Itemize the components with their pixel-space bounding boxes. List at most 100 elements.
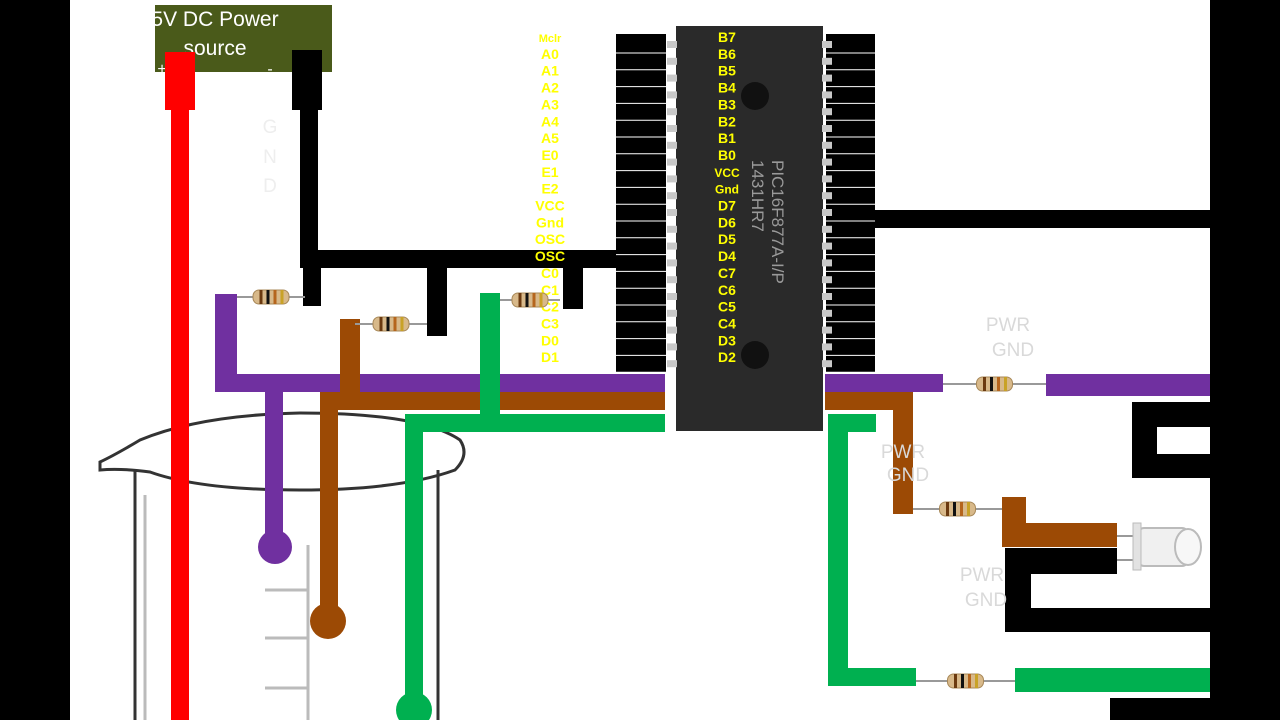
chip-leg — [822, 57, 832, 65]
chip-leg — [667, 41, 677, 48]
pwr-label-1: PWR — [986, 315, 1030, 336]
left-pin-label: Gnd — [536, 214, 564, 230]
chip-leg — [667, 74, 677, 82]
beaker-inner — [143, 495, 310, 720]
chip-leg — [822, 141, 832, 149]
pwr-label-2: PWR — [881, 442, 925, 463]
red-positive-wire — [171, 52, 189, 720]
chip-leg — [822, 360, 832, 368]
chip-leg — [667, 209, 677, 216]
right-pin-label: VCC — [714, 166, 740, 180]
resistor — [913, 501, 1002, 517]
left-pin-label: A2 — [541, 80, 559, 96]
right-pin-label: D4 — [718, 248, 736, 264]
purple-signal-wire — [215, 294, 1210, 545]
chip-leg — [822, 293, 832, 300]
left-pin-label: OSC — [535, 248, 565, 264]
chip-leg — [822, 91, 832, 99]
right-pin-label: D5 — [718, 231, 736, 247]
right-pin-label: B0 — [718, 147, 736, 163]
resistors — [237, 289, 1046, 689]
chip-right-pin-block — [826, 34, 875, 372]
right-pin-label: C5 — [718, 299, 736, 315]
left-pin-label: D0 — [541, 332, 559, 348]
chip-leg — [822, 158, 832, 166]
right-pin-label: C6 — [718, 282, 736, 298]
chip-leg — [822, 225, 832, 233]
chip-leg — [667, 326, 677, 334]
left-pin-label: OSC — [535, 231, 565, 247]
chip-leg — [822, 276, 832, 284]
right-pin-label: B1 — [718, 130, 736, 146]
left-pin-label: A0 — [541, 46, 559, 62]
led — [1117, 522, 1202, 571]
right-pin-label: C7 — [718, 265, 736, 281]
chip-leg — [667, 343, 677, 351]
chip-notch-bottom — [741, 341, 769, 369]
left-pin-label: D1 — [541, 349, 559, 365]
chip-leg — [822, 326, 832, 334]
right-pin-labels: B7B6B5B4B3B2B1B0VCCGndD7D6D5D4C7C6C5C4D3… — [714, 29, 740, 365]
left-pin-label: E2 — [541, 181, 558, 197]
gnd-label-g: G — [263, 117, 278, 138]
left-pin-label: A3 — [541, 96, 559, 112]
chip-leg — [822, 242, 832, 250]
green-signal-wire — [405, 293, 1210, 710]
chip-left-pin-block — [616, 34, 666, 372]
green-probe-end — [396, 692, 432, 720]
left-pin-label: E0 — [541, 147, 558, 163]
chip-part-number: PIC16F877A-I/P — [768, 160, 787, 284]
red-positive-terminal — [165, 52, 195, 110]
right-pin-label: Gnd — [715, 183, 739, 197]
left-pin-label: Mclr — [539, 33, 562, 45]
chip-leg — [822, 259, 832, 267]
right-pin-label: D2 — [718, 349, 736, 365]
chip-leg — [822, 125, 832, 132]
chip-leg — [667, 293, 677, 300]
right-pin-label: D6 — [718, 214, 736, 230]
minus-terminal-label: - — [267, 61, 272, 78]
right-pin-label: B7 — [718, 29, 736, 45]
left-pin-labels: MclrA0A1A2A3A4A5E0E1E2VCCGndOSCOSCC0C1C2… — [535, 33, 565, 365]
left-pin-label: A1 — [541, 63, 559, 79]
right-pin-label: D7 — [718, 198, 736, 214]
pwr-label-3: PWR — [960, 565, 1004, 586]
chip-notch-top — [741, 82, 769, 110]
chip-leg — [822, 343, 832, 351]
chip-leg — [667, 141, 677, 149]
chip-leg — [822, 209, 832, 216]
power-source-label-2: source — [183, 37, 246, 60]
left-pin-label: E1 — [541, 164, 558, 180]
gnd-label-3: GND — [965, 590, 1007, 611]
chip-leg — [822, 108, 832, 116]
resistor — [943, 376, 1046, 392]
chip-leg — [667, 225, 677, 233]
chip-lot-code: 1431HR7 — [748, 160, 767, 232]
black-ground-loop-inner — [1157, 427, 1210, 454]
left-pin-label: C3 — [541, 315, 559, 331]
chip-leg — [822, 74, 832, 82]
resistor — [355, 316, 427, 332]
chip-leg — [667, 158, 677, 166]
chip-leg — [667, 276, 677, 284]
left-pin-label: C0 — [541, 265, 559, 281]
gnd-label-n: N — [263, 147, 277, 168]
chip-leg — [822, 41, 832, 48]
right-pin-label: D3 — [718, 332, 736, 348]
chip-right-pin-lines — [826, 52, 875, 373]
chip-leg — [667, 242, 677, 250]
chip-leg — [667, 309, 677, 317]
left-pin-label: A4 — [541, 113, 559, 129]
right-pin-label: B3 — [718, 96, 736, 112]
chip-legs — [667, 41, 832, 368]
chip-leg — [667, 91, 677, 99]
brown-probe-end — [310, 603, 346, 639]
left-pin-label: A5 — [541, 130, 559, 146]
resistor — [916, 673, 1015, 689]
chip-leg — [667, 108, 677, 116]
chip-leg — [667, 175, 677, 183]
right-pin-label: B6 — [718, 46, 736, 62]
chip-leg — [822, 192, 832, 200]
plus-terminal-label: + — [157, 61, 166, 78]
